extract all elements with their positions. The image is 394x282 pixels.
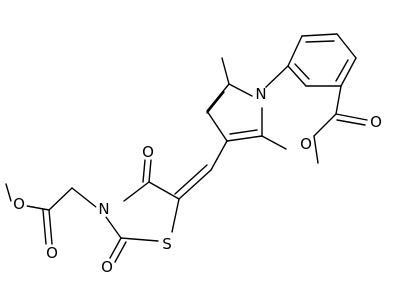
bond (120, 237, 159, 242)
bond (171, 198, 180, 233)
acetate-ether-oxygen-label: O (13, 195, 25, 213)
bond (336, 33, 357, 59)
benzoate-ether-oxygen-label: O (300, 135, 312, 153)
bond (206, 83, 230, 112)
bond (26, 205, 50, 211)
acetate-ether-oxygen-atom: O (11, 195, 27, 213)
bond (42, 209, 47, 245)
thiazolidine-nitrogen-label: N (98, 200, 109, 218)
bond (5, 183, 12, 202)
bond (313, 135, 319, 164)
bond (335, 113, 368, 121)
bond (178, 169, 212, 200)
bond (142, 159, 146, 183)
bond (206, 110, 228, 142)
ring-carbonyl-oxygen-2-label: O (101, 258, 113, 276)
bond (335, 85, 342, 115)
bond (105, 216, 122, 239)
bond (305, 40, 335, 43)
bond (48, 209, 53, 245)
bond (229, 129, 258, 135)
bond (340, 57, 357, 87)
acetate-carbonyl-oxygen-atom: O (44, 244, 60, 262)
bonds (5, 33, 368, 263)
ring-carbonyl-oxygen-2-atom: O (99, 258, 115, 276)
bond (48, 187, 73, 211)
pyrrole-nitrogen-atom: N (253, 85, 269, 103)
bond (261, 135, 287, 150)
benzoate-carbonyl-oxygen-label: O (370, 113, 382, 131)
bond (264, 65, 289, 89)
ring-carbonyl-oxygen-4-atom: O (140, 143, 156, 161)
atom-labels: N N S O O O O O (11, 85, 384, 276)
acetate-carbonyl-oxygen-label: O (46, 244, 58, 262)
bond (174, 164, 208, 195)
thiazolidine-nitrogen-atom: N (96, 200, 112, 218)
bond (221, 57, 230, 85)
bond (206, 91, 225, 114)
bond (226, 135, 263, 142)
bond (123, 181, 150, 202)
bond (148, 159, 152, 183)
bond (228, 83, 253, 97)
bond (287, 35, 303, 67)
bond (148, 181, 180, 200)
bond (294, 63, 310, 80)
thiazolidine-sulfur-label: S (162, 235, 172, 253)
benzoate-carbonyl-oxygen-atom: O (368, 113, 384, 131)
bond (335, 59, 349, 82)
benzoate-ether-oxygen-atom: O (298, 135, 314, 153)
bond (313, 113, 337, 137)
bond (287, 65, 307, 87)
bond (301, 33, 338, 37)
bond (71, 187, 97, 208)
bond (114, 241, 127, 263)
bond (336, 119, 366, 126)
ring-carbonyl-oxygen-4-label: O (142, 143, 154, 161)
bond (210, 140, 228, 171)
bond (109, 237, 122, 259)
thiazolidine-sulfur-atom: S (159, 235, 175, 253)
pyrrole-nitrogen-label: N (255, 85, 266, 103)
